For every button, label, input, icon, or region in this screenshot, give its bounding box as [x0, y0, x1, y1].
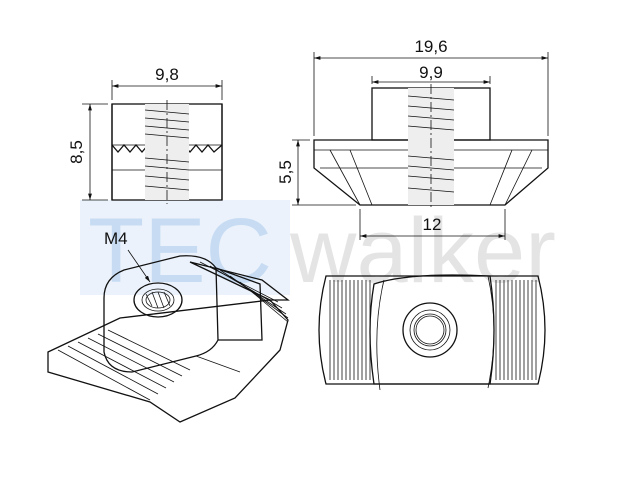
- watermark-text-walker: walker: [289, 200, 556, 302]
- watermark-bg-block: [80, 200, 290, 295]
- bottom-view: [318, 274, 546, 391]
- dim-side-height-label: 5,5: [276, 160, 295, 184]
- watermark-text-tec: TEC: [88, 200, 272, 302]
- dim-front-height-label: 8,5: [67, 140, 86, 164]
- dim-side-bottom-width-label: 12: [423, 215, 442, 234]
- front-view: [111, 100, 223, 204]
- isometric-view: [47, 255, 290, 423]
- dim-front-width-label: 9,8: [155, 65, 179, 84]
- dimension-side-top-width: 9,9: [371, 63, 491, 84]
- dimension-side-total-width: 19,6: [313, 37, 549, 136]
- thread-label: M4: [104, 229, 128, 248]
- watermark: TEC walker: [80, 200, 556, 302]
- thread-callout: M4: [104, 229, 151, 283]
- dim-side-total-width-label: 19,6: [414, 37, 447, 56]
- dimension-front-height: 8,5: [67, 103, 108, 201]
- dim-side-top-width-label: 9,9: [419, 63, 443, 82]
- side-view: [313, 84, 549, 210]
- dimension-side-bottom-width: 12: [359, 209, 506, 240]
- dimension-side-height: 5,5: [276, 139, 356, 206]
- dimension-front-width: 9,8: [111, 65, 223, 100]
